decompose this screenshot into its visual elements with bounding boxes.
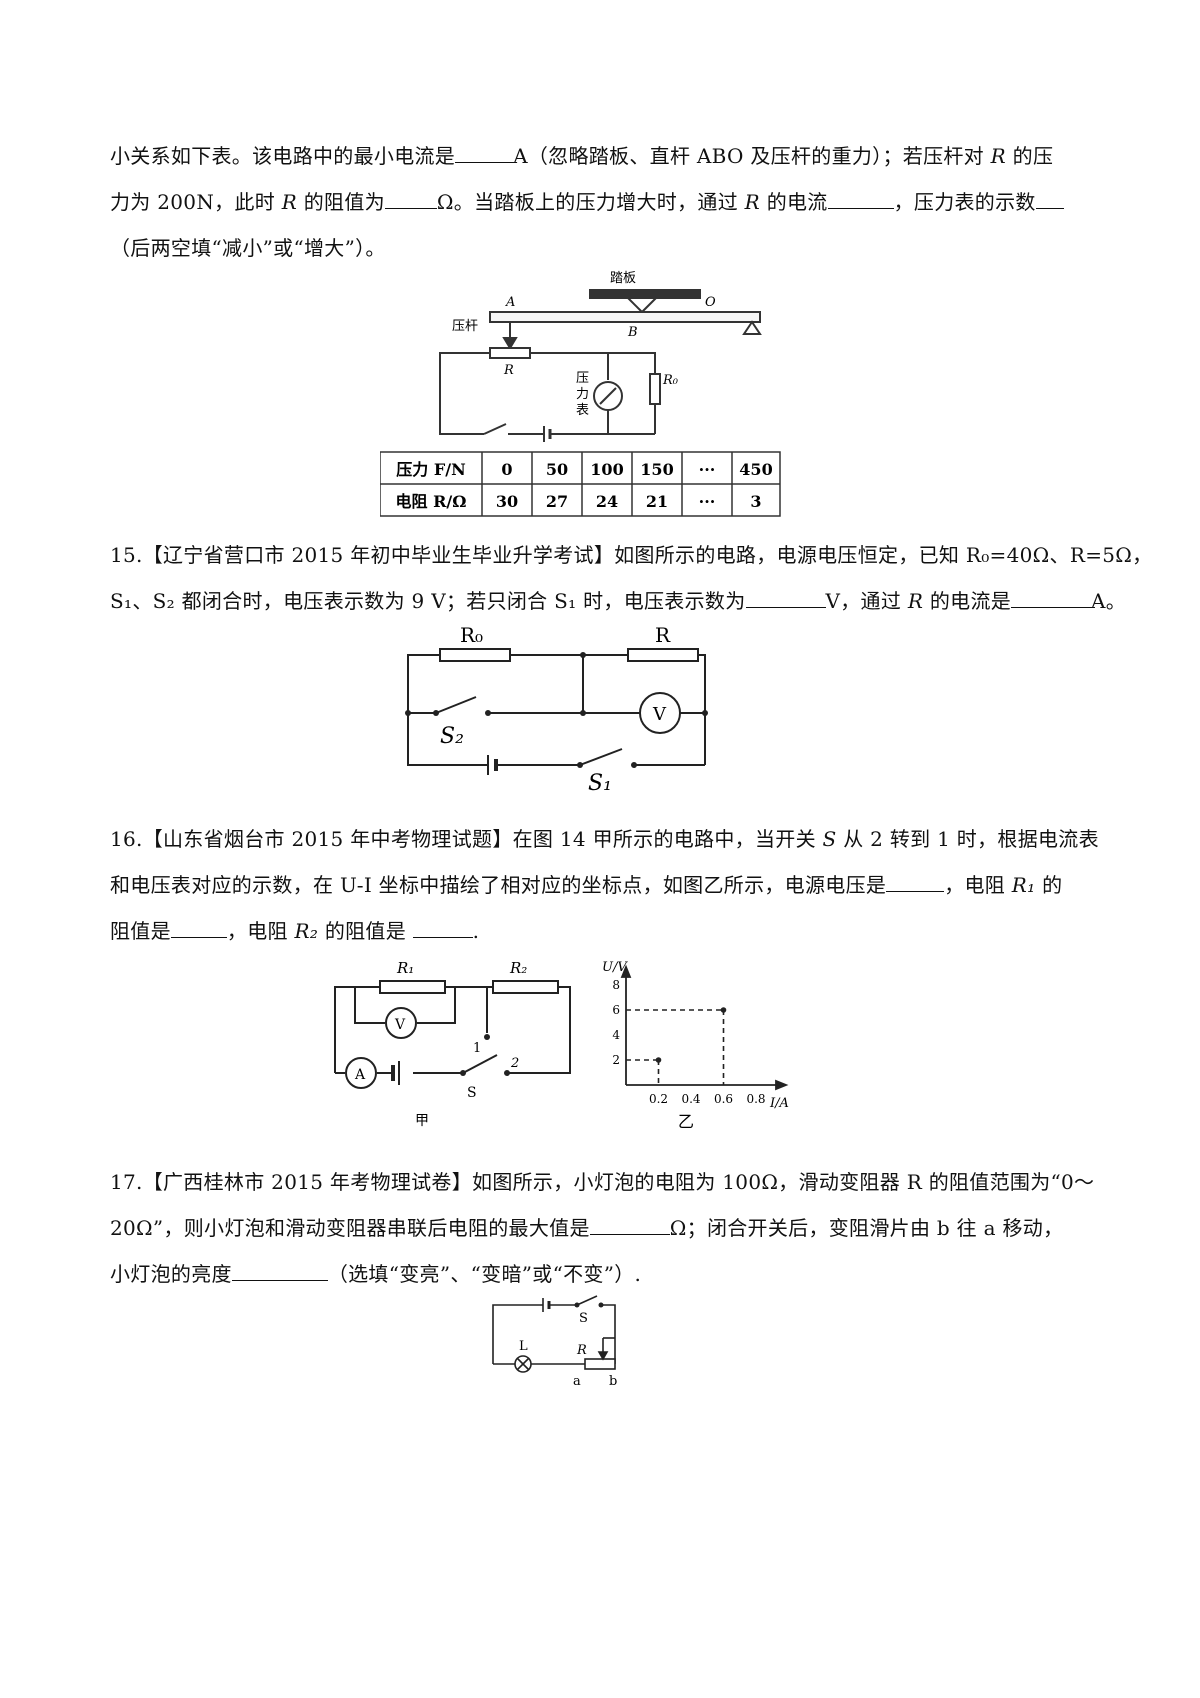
switch-s1-label: S₁	[588, 771, 612, 795]
terminal-b-label: b	[609, 1374, 617, 1389]
answer-blank[interactable]	[886, 871, 945, 892]
answer-blank[interactable]	[745, 587, 826, 608]
terminal-a-label: a	[573, 1374, 581, 1389]
table-cell: 21	[646, 492, 668, 511]
gauge-label: 压	[576, 371, 589, 386]
figure-yi-caption: 乙	[678, 1112, 694, 1131]
table-cell: 50	[546, 460, 568, 479]
rheostat-r-label: R	[576, 1343, 587, 1358]
table-header-resistance: 电阻 R/Ω	[396, 492, 467, 511]
answer-blank[interactable]	[1035, 188, 1064, 209]
x-tick-label: 0.2	[649, 1092, 668, 1106]
voltmeter-circuit-figure: R₀ R V S₂ S₁	[405, 625, 708, 795]
y-tick-label: 8	[612, 978, 620, 992]
answer-blank[interactable]	[589, 1214, 670, 1235]
y-tick-label: 6	[612, 1003, 620, 1017]
x-axis-label: I/A	[769, 1096, 789, 1111]
answer-blank[interactable]	[384, 188, 437, 209]
switch-s2-label: S₂	[440, 724, 464, 749]
y-tick-label: 2	[612, 1053, 620, 1067]
answer-blank[interactable]	[412, 917, 473, 938]
table-cell: 3	[750, 492, 761, 511]
resistor-r-label: R	[655, 625, 671, 647]
answer-blank[interactable]	[455, 142, 514, 163]
data-point	[655, 1057, 662, 1063]
point-o-label: O	[705, 295, 716, 310]
table-cell: 450	[739, 460, 772, 479]
table-cell: 24	[596, 492, 618, 511]
y-axis-label: U/V	[602, 960, 628, 975]
answer-blank[interactable]	[170, 917, 227, 938]
table-cell: 0	[501, 460, 512, 479]
u-i-chart: 2 4 6 8 0.2 0.4 0.6 0.8 U/V I/A 乙	[602, 960, 789, 1131]
ammeter-label: A	[354, 1067, 366, 1083]
table-cell: 30	[496, 492, 518, 511]
lamp-l-label: L	[519, 1339, 528, 1354]
figure-jia-caption: 甲	[415, 1113, 429, 1129]
pressure-gauge-circuit-figure: 踏板 A O B 压杆 R 压 力 表 R₀ 压力 F/N 0 50 100 1…	[380, 271, 781, 517]
voltmeter-label: V	[394, 1017, 406, 1033]
resistor-r0-label: R₀	[460, 625, 483, 647]
switch-s-label: S	[467, 1085, 477, 1101]
answer-blank[interactable]	[231, 1260, 328, 1281]
svg-text:力: 力	[576, 387, 589, 402]
answer-blank[interactable]	[827, 188, 894, 209]
terminal-2-label: 2	[510, 1056, 519, 1071]
voltmeter-label: V	[652, 704, 667, 725]
switch-s-label: S	[579, 1311, 588, 1326]
answer-blank[interactable]	[1011, 587, 1092, 608]
resistor-r0-label: R₀	[662, 373, 679, 388]
y-tick-label: 4	[612, 1028, 620, 1042]
table-cell: ···	[699, 492, 716, 511]
table-cell: ···	[699, 460, 716, 479]
question-16-text: 16.【山东省烟台市 2015 年中考物理试题】在图 14 甲所示的电路中，当开…	[110, 827, 1099, 943]
x-tick-label: 0.8	[746, 1092, 765, 1106]
table-header-force: 压力 F/N	[396, 460, 465, 479]
resistor-r1-label: R₁	[396, 959, 414, 977]
switch-circuit-figure-jia: R₁ R₂ V A 1 2 S 甲	[334, 959, 571, 1129]
x-tick-label: 0.4	[681, 1092, 700, 1106]
lamp-rheostat-circuit-figure: S L R a b	[492, 1295, 617, 1389]
point-b-label: B	[627, 325, 638, 340]
push-rod-label: 压杆	[452, 319, 478, 334]
terminal-1-label: 1	[473, 1041, 481, 1056]
resistor-r-label: R	[503, 363, 514, 378]
question-17-text: 17.【广西桂林市 2015 年考物理试卷】如图所示，小灯泡的电阻为 100Ω，…	[110, 1170, 1095, 1286]
svg-text:表: 表	[576, 403, 589, 418]
pedal-label: 踏板	[610, 271, 636, 286]
data-point	[720, 1007, 727, 1013]
resistor-r2-label: R₂	[509, 959, 527, 977]
x-tick-label: 0.6	[714, 1092, 733, 1106]
table-cell: 27	[546, 492, 568, 511]
question-15-text: 15.【辽宁省营口市 2015 年初中毕业生毕业升学考试】如图所示的电路，电源电…	[110, 543, 1153, 613]
point-a-label: A	[505, 295, 515, 310]
table-cell: 150	[640, 460, 673, 479]
table-cell: 100	[590, 460, 623, 479]
